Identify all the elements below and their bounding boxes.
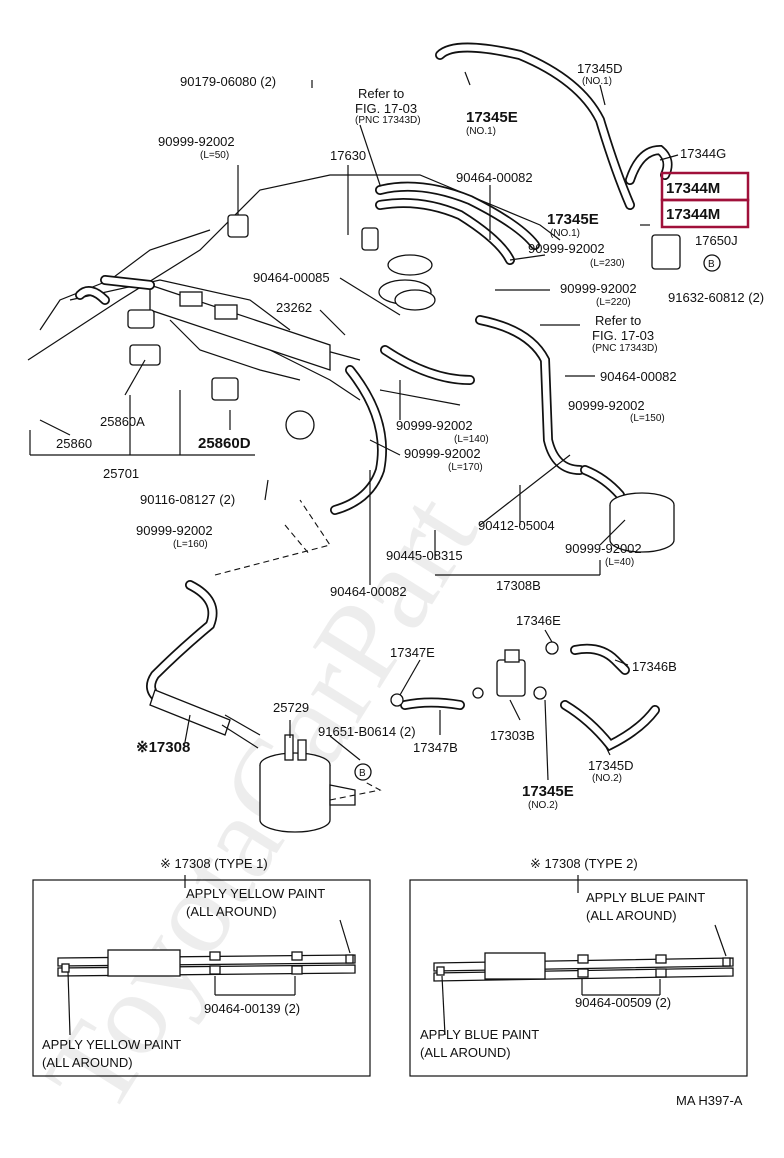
- upper-hoses: [75, 42, 673, 515]
- type1-panel: ※ 17308 (TYPE 1) APPLY YELLOW PAINT (ALL…: [32, 856, 371, 1077]
- label-17303b: 17303B: [490, 728, 535, 743]
- type2-top-note-2: (ALL AROUND): [586, 908, 677, 923]
- label-17345d-2: 17345D: [588, 758, 634, 773]
- label-90999-l170: 90999-92002: [404, 446, 481, 461]
- label-90179: 90179-06080 (2): [180, 74, 276, 89]
- type1-bottom-note-1: APPLY YELLOW PAINT: [42, 1037, 181, 1052]
- label-90999-l40-len: (L=40): [605, 557, 634, 568]
- canister-icon: [609, 492, 675, 553]
- label-refer-2: Refer to: [595, 313, 641, 328]
- type2-top-note-1: APPLY BLUE PAINT: [586, 890, 705, 905]
- label-17345e-2: 17345E: [547, 211, 599, 228]
- label-25729: 25729: [273, 700, 309, 715]
- label-90999-l150-len: (L=150): [630, 413, 665, 424]
- label-refer-2c: (PNC 17343D): [592, 343, 658, 354]
- label-90999-l50-len: (L=50): [200, 150, 229, 161]
- type2-bottom-note-2: (ALL AROUND): [420, 1045, 511, 1060]
- label-90464-00082-c: 90464-00082: [600, 369, 677, 384]
- label-17344m-2: 17344M: [666, 206, 720, 223]
- label-90999-l160: 90999-92002: [136, 523, 213, 538]
- dashed-guide-2: [284, 524, 311, 556]
- type1-top-note-1: APPLY YELLOW PAINT: [186, 886, 325, 901]
- label-17344m-1: 17344M: [666, 180, 720, 197]
- type1-clamp-label: 90464-00139 (2): [204, 1001, 300, 1016]
- type2-clamp-label: 90464-00509 (2): [575, 995, 671, 1010]
- label-17630: 17630: [330, 148, 366, 163]
- bolt-b-icon-2: [703, 254, 721, 272]
- leader-lines: [29, 71, 679, 585]
- label-90412: 90412-05004: [478, 518, 555, 533]
- label-90999-l170-len: (L=170): [448, 462, 483, 473]
- label-17344g: 17344G: [680, 146, 726, 161]
- footer-code: MA H397-A: [676, 1093, 743, 1108]
- label-90999-l160-len: (L=160): [173, 539, 208, 550]
- label-90999-l50: 90999-92002: [158, 134, 235, 149]
- label-91651: 91651-B0614 (2): [318, 724, 416, 739]
- label-23262: 23262: [276, 300, 312, 315]
- label-25860d: 25860D: [198, 435, 251, 452]
- label-90464-00082-a: 90464-00082: [456, 170, 533, 185]
- label-90999-l230: 90999-92002: [528, 241, 605, 256]
- label-90999-l150: 90999-92002: [568, 398, 645, 413]
- label-25701: 25701: [103, 466, 139, 481]
- label-90999-l140: 90999-92002: [396, 418, 473, 433]
- svg-text:B: B: [359, 768, 366, 779]
- label-17345e-3-no: (NO.2): [528, 800, 558, 811]
- type2-panel: ※ 17308 (TYPE 2) APPLY BLUE PAINT (ALL A…: [409, 856, 748, 1077]
- label-17308: ※17308: [136, 739, 190, 756]
- label-25860a: 25860A: [100, 414, 145, 429]
- label-91632: 91632-60812 (2): [668, 290, 764, 305]
- label-90999-l40: 90999-92002: [565, 541, 642, 556]
- label-17345e-1: 17345E: [466, 109, 518, 126]
- label-refer-2b: FIG. 17-03: [592, 328, 654, 343]
- label-17346e: 17346E: [516, 613, 561, 628]
- label-17345e-1-no: (NO.1): [466, 126, 496, 137]
- label-refer-1c: (PNC 17343D): [355, 115, 421, 126]
- label-17347b: 17347B: [413, 740, 458, 755]
- label-25860: 25860: [56, 436, 92, 451]
- label-17345d-1-no: (NO.1): [582, 76, 612, 87]
- label-17345e-2-no: (NO.1): [550, 228, 580, 239]
- label-refer-1b: FIG. 17-03: [355, 101, 417, 116]
- label-90445: 90445-08315: [386, 548, 463, 563]
- label-90464-00082-d: 90464-00082: [330, 584, 407, 599]
- label-90999-l140-len: (L=140): [454, 434, 489, 445]
- type1-title: ※ 17308 (TYPE 1): [160, 856, 268, 871]
- label-17650j: 17650J: [695, 233, 738, 248]
- label-17346b: 17346B: [632, 659, 677, 674]
- label-90999-l230-len: (L=230): [590, 258, 625, 269]
- lower-right-hoses: [390, 629, 660, 781]
- svg-text:B: B: [708, 259, 715, 270]
- label-refer-1: Refer to: [358, 86, 404, 101]
- label-90999-l220: 90999-92002: [560, 281, 637, 296]
- vsv-icon: [127, 214, 681, 440]
- type1-top-note-2: (ALL AROUND): [186, 904, 277, 919]
- type2-title: ※ 17308 (TYPE 2): [530, 856, 638, 871]
- type2-bottom-note-1: APPLY BLUE PAINT: [420, 1027, 539, 1042]
- label-17308b: 17308B: [496, 578, 541, 593]
- label-17345d-1: 17345D: [577, 61, 623, 76]
- clamp-icon: [390, 693, 404, 707]
- label-90116: 90116-08127 (2): [140, 492, 235, 507]
- label-17345e-3: 17345E: [522, 783, 574, 800]
- label-90464-00085: 90464-00085: [253, 270, 330, 285]
- fuel-filter-assembly: B: [146, 580, 382, 833]
- type1-bottom-note-2: (ALL AROUND): [42, 1055, 133, 1070]
- label-17347e: 17347E: [390, 645, 435, 660]
- highlight-box-2: [660, 198, 750, 229]
- bolt-b-icon: [354, 763, 372, 781]
- label-17345d-2-no: (NO.2): [592, 773, 622, 784]
- dashed-guide: [214, 499, 331, 576]
- label-90999-l220-len: (L=220): [596, 297, 631, 308]
- part-labels: 90179-06080 (2) Refer to FIG. 17-03 (PNC…: [56, 61, 764, 811]
